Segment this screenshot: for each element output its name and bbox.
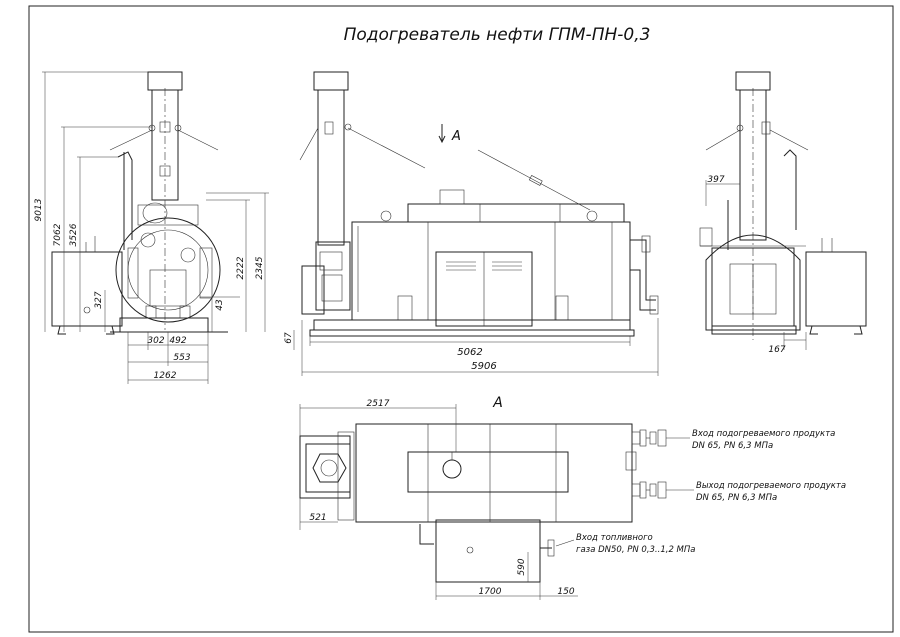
dim-7062: 7062 [53,223,63,246]
dim-3526: 3526 [69,223,79,246]
dim-2517: 2517 [367,399,390,409]
tank-right [805,251,867,327]
dim-5906: 5906 [471,361,496,372]
section-label-a: А [492,395,503,411]
dim-43: 43 [215,299,225,311]
dim-2222: 2222 [236,256,246,279]
outlet-label-line2: DN 65, PN 6,3 МПа [696,493,777,503]
dim-1262: 1262 [154,371,177,381]
inlet-label-line1: Вход подогреваемого продукта [692,429,835,439]
sheet-frame [28,5,894,633]
inlet-label-line2: DN 65, PN 6,3 МПа [692,441,773,451]
dim-553: 553 [173,353,190,363]
dim-327: 327 [94,291,104,308]
dim-521: 521 [309,513,326,523]
plan-view [299,404,694,600]
tank [51,251,123,327]
drawing-title: Подогреватель нефти ГПМ-ПН-0,3 [344,25,651,45]
dim-1700: 1700 [479,587,502,597]
chimney-cap [147,71,183,91]
dim-2345: 2345 [255,256,265,279]
dim-9013: 9013 [34,198,44,221]
view-label-a: А [451,129,461,144]
left-side-view [42,71,269,384]
dim-150: 150 [557,587,574,597]
dim-492: 492 [169,336,186,346]
front-view [293,71,659,376]
gas-label-line2: газа DN50, PN 0,3..1,2 МПа [576,545,696,555]
gas-label-line1: Вход топливного [576,533,653,543]
dim-302: 302 [147,336,164,346]
dim-397: 397 [707,175,724,185]
vessel-plan [355,423,633,523]
dim-67: 67 [284,332,294,344]
dim-590: 590 [517,558,527,575]
dim-5062: 5062 [457,347,482,358]
outlet-label-line1: Выход подогреваемого продукта [696,481,846,491]
boiler-shell [115,217,221,323]
dim-167: 167 [768,345,785,355]
right-side-view [699,71,867,350]
